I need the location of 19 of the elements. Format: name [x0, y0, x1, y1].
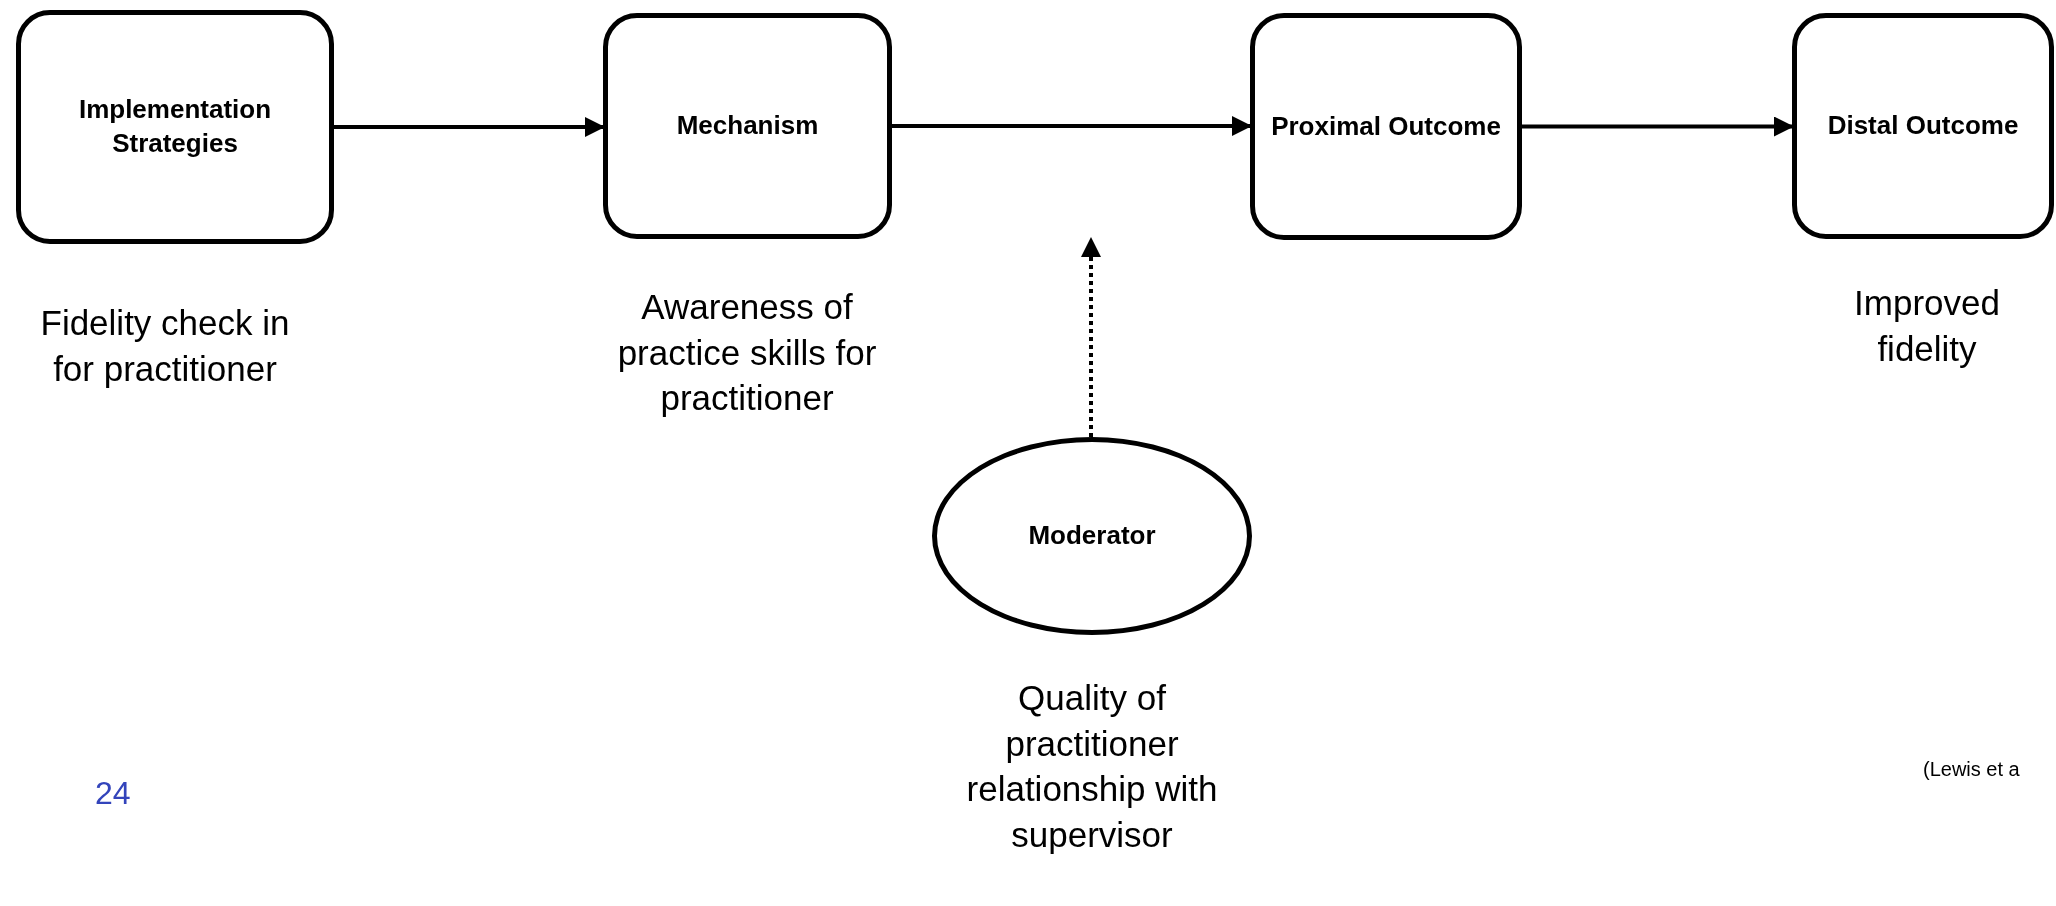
arrow: [892, 116, 1252, 136]
caption-text: Fidelity check in for practitioner: [40, 302, 290, 390]
caption-text: Awareness of practice skills for practitioner: [616, 286, 878, 419]
node-label: Implementation Strategies: [77, 93, 273, 160]
node-label: Distal Outcome: [1826, 109, 2020, 143]
caption-text: Improved fidelity: [1853, 282, 2001, 370]
process-box: [603, 13, 892, 239]
node-label: Mechanism: [675, 109, 820, 143]
node-label: Moderator: [1027, 519, 1157, 553]
citation-text: (Lewis et a: [1923, 758, 2020, 781]
caption-text: Quality of practitioner relationship with supervisor: [965, 677, 1219, 856]
process-box: [16, 10, 334, 244]
process-box: [1792, 13, 2054, 239]
arrow: [334, 117, 605, 137]
node-label: Proximal Outcome: [1270, 109, 1502, 143]
arrow: [1081, 237, 1101, 437]
arrow: [1522, 116, 1794, 137]
page-number: 24: [95, 775, 131, 812]
process-box: [1250, 13, 1522, 240]
